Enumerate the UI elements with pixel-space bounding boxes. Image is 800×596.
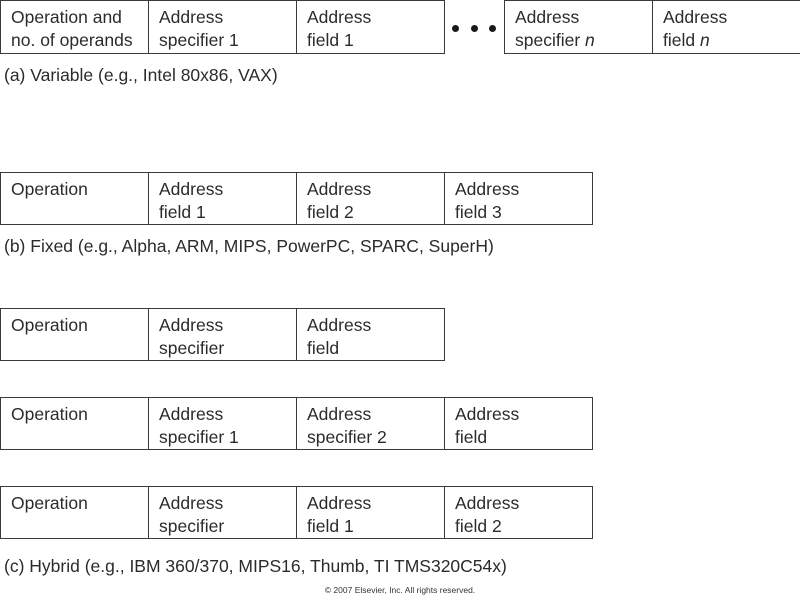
field-label: Address <box>159 179 224 199</box>
field-label: Address <box>159 7 224 27</box>
field-label: Operation <box>11 493 88 513</box>
field-label: Address <box>515 7 580 27</box>
hybrid-caption: (c) Hybrid (e.g., IBM 360/370, MIPS16, T… <box>4 556 507 576</box>
hybrid-format-1: Operation Address specifier Address fiel… <box>0 308 445 361</box>
field-operation: Operation <box>1 487 149 538</box>
field-label-variable: n <box>585 30 595 50</box>
field-address-field-2: Address field 2 <box>445 487 593 538</box>
ellipsis-icon <box>452 22 496 34</box>
field-address-specifier-1: Address specifier 1 <box>149 1 297 53</box>
field-label: Operation <box>11 315 88 335</box>
field-label: Address <box>307 493 372 513</box>
field-label: field <box>307 338 340 358</box>
field-address-field-1: Address field 1 <box>297 487 445 538</box>
field-label: Address <box>663 7 728 27</box>
ellipsis-dot <box>470 24 478 32</box>
field-label-line-2: field n <box>663 29 800 52</box>
field-address-specifier-1: Address specifier 1 <box>149 398 297 449</box>
field-address-field-1: Address field 1 <box>297 1 445 53</box>
field-label: Address <box>307 315 372 335</box>
field-address-specifier-n: Address specifier n <box>505 1 653 53</box>
field-label: specifier 2 <box>307 427 387 447</box>
field-label: specifier <box>159 338 225 358</box>
field-address-specifier: Address specifier <box>149 487 297 538</box>
field-address-field: Address field <box>297 309 445 360</box>
ellipsis-dot <box>489 24 496 32</box>
field-address-specifier-2: Address specifier 2 <box>297 398 445 449</box>
field-label: Operation <box>11 179 88 199</box>
field-operation-and-operands: Operation and no. of operands <box>1 1 149 53</box>
variable-caption: (a) Variable (e.g., Intel 80x86, VAX) <box>4 65 278 85</box>
field-label: specifier 1 <box>159 30 239 50</box>
field-label: field 2 <box>455 516 502 536</box>
field-label: field 2 <box>307 202 354 222</box>
hybrid-format-3: Operation Address specifier Address fiel… <box>0 486 593 539</box>
field-label: Address <box>307 404 372 424</box>
field-label: Address <box>307 7 372 27</box>
field-operation: Operation <box>1 398 149 449</box>
field-operation: Operation <box>1 309 149 360</box>
field-address-specifier: Address specifier <box>149 309 297 360</box>
field-label: field 3 <box>455 202 502 222</box>
field-operation: Operation <box>1 173 149 224</box>
field-label: field <box>663 30 700 50</box>
field-label: field 1 <box>307 516 354 536</box>
field-label: Operation and <box>11 7 122 27</box>
field-label: field 1 <box>307 30 354 50</box>
variable-format-group-2: Address specifier n Address field n <box>504 0 800 54</box>
field-label: Operation <box>11 404 88 424</box>
field-label: Address <box>455 493 520 513</box>
variable-format-group-1: Operation and no. of operands Address sp… <box>0 0 445 54</box>
hybrid-format-2: Operation Address specifier 1 Address sp… <box>0 397 593 450</box>
field-label: field <box>455 427 488 447</box>
fixed-format: Operation Address field 1 Address field … <box>0 172 593 225</box>
field-label: Address <box>159 493 224 513</box>
ellipsis-dot <box>452 24 459 32</box>
field-address-field-3: Address field 3 <box>445 173 593 224</box>
field-label-line-2: specifier n <box>515 29 652 52</box>
field-label: Address <box>455 179 520 199</box>
fixed-caption: (b) Fixed (e.g., Alpha, ARM, MIPS, Power… <box>4 236 494 256</box>
field-label: specifier <box>515 30 586 50</box>
field-label: Address <box>307 179 372 199</box>
copyright-notice: © 2007 Elsevier, Inc. All rights reserve… <box>324 585 476 595</box>
field-address-field-2: Address field 2 <box>297 173 445 224</box>
field-address-field-n: Address field n <box>653 1 800 53</box>
field-label: Address <box>455 404 520 424</box>
field-label-variable: n <box>699 30 710 50</box>
field-label: specifier <box>159 516 225 536</box>
field-label: field 1 <box>159 202 206 222</box>
field-label: Address <box>159 315 224 335</box>
field-address-field-1: Address field 1 <box>149 173 297 224</box>
field-label: no. of operands <box>11 30 133 50</box>
field-label: specifier 1 <box>159 427 239 447</box>
field-label: Address <box>159 404 224 424</box>
field-address-field: Address field <box>445 398 593 449</box>
